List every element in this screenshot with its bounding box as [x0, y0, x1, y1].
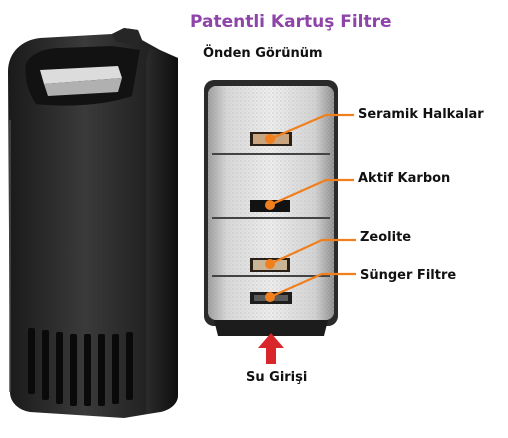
label-ceramic-rings: Seramik Halkalar: [358, 107, 484, 122]
callout-carbon: [269, 178, 354, 207]
label-zeolite: Zeolite: [360, 230, 412, 245]
label-water-inlet: Su Girişi: [246, 370, 308, 385]
callout-dot-sponge: [265, 292, 275, 302]
callout-sponge: [269, 272, 356, 299]
callouts: [269, 113, 356, 299]
callout-ceramic: [269, 113, 354, 141]
callout-dot-ceramic: [265, 134, 275, 144]
callout-dot-carbon: [265, 200, 275, 210]
callout-zeolite: [269, 238, 356, 265]
callout-dot-zeolite: [265, 259, 275, 269]
filter-housing-image: [8, 28, 178, 418]
label-sponge-filter: Sünger Filtre: [360, 268, 457, 283]
label-active-carbon: Aktif Karbon: [358, 171, 451, 186]
water-inlet-arrow-icon: [258, 333, 284, 364]
diagram-title: Patentli Kartuş Filtre: [190, 12, 392, 32]
cartridge-front-view: [204, 80, 338, 336]
diagram-subtitle: Önden Görünüm: [203, 46, 323, 61]
